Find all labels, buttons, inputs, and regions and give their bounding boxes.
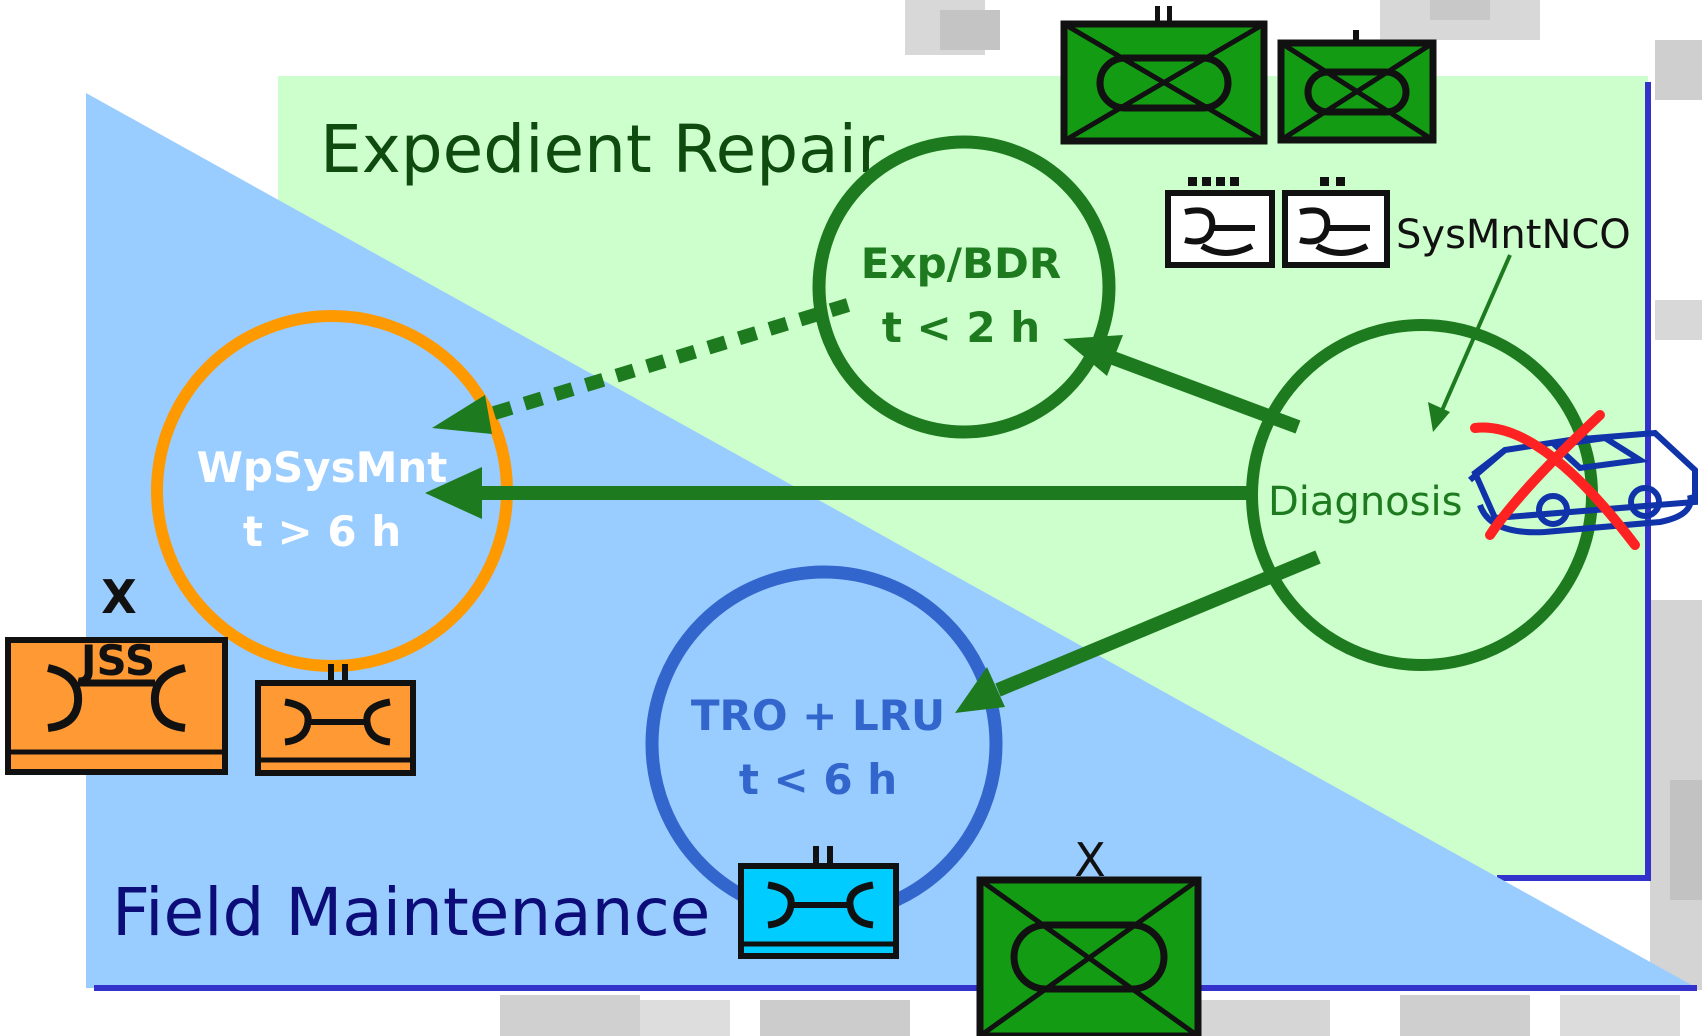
arrow-head-trolru	[955, 667, 1005, 713]
tro-lru-time: t < 6 h	[739, 755, 897, 804]
armor-unit-icon	[1060, 6, 1268, 145]
arrow-head-wpsysmnt	[425, 467, 482, 519]
expedient-repair-title: Expedient Repair	[320, 111, 885, 188]
arrow-sysmntnco-to-diagnosis	[1438, 254, 1512, 416]
armor-unit-icon	[1277, 30, 1437, 144]
tank-icon	[1468, 429, 1698, 536]
maintenance-unit-icon: JSS	[5, 636, 228, 775]
arrow-head-expbdr	[1063, 335, 1123, 376]
exp-bdr-circle	[812, 135, 1116, 439]
dashed-arrow-head	[432, 395, 492, 434]
wpsysmnt-label: WpSysMnt	[197, 443, 448, 492]
jss-label: JSS	[78, 636, 155, 685]
diagnosis-label: Diagnosis	[1268, 479, 1462, 525]
field-maintenance-zone	[86, 93, 1697, 988]
arrow-diagnosis-to-expbdr	[1102, 348, 1301, 434]
destroyed-cross-icon	[1470, 410, 1640, 550]
dashed-arrow-expbdr-to-wpsysmnt	[452, 298, 851, 432]
maintenance-unit-icon	[1282, 177, 1390, 268]
maintenance-unit-icon	[255, 664, 416, 776]
field-maintenance-title: Field Maintenance	[112, 874, 710, 951]
wpsysmnt-time: t > 6 h	[243, 507, 401, 556]
exp-bdr-time: t < 2 h	[882, 303, 1040, 352]
maintenance-unit-icon	[1165, 177, 1275, 268]
exp-bdr-label: Exp/BDR	[861, 239, 1061, 288]
arrow-diagnosis-to-trolru	[995, 550, 1321, 697]
tro-lru-label: TRO + LRU	[691, 691, 945, 740]
arrow-head-sysmntnco	[1428, 402, 1450, 432]
echelon-x-bottom: X	[1074, 833, 1106, 887]
background-decoration	[500, 0, 1702, 1036]
echelon-x-left: X	[101, 570, 136, 624]
sysmntnco-label: SysMntNCO	[1396, 212, 1631, 258]
armor-unit-icon	[976, 876, 1202, 1036]
maintenance-unit-icon	[738, 846, 899, 959]
